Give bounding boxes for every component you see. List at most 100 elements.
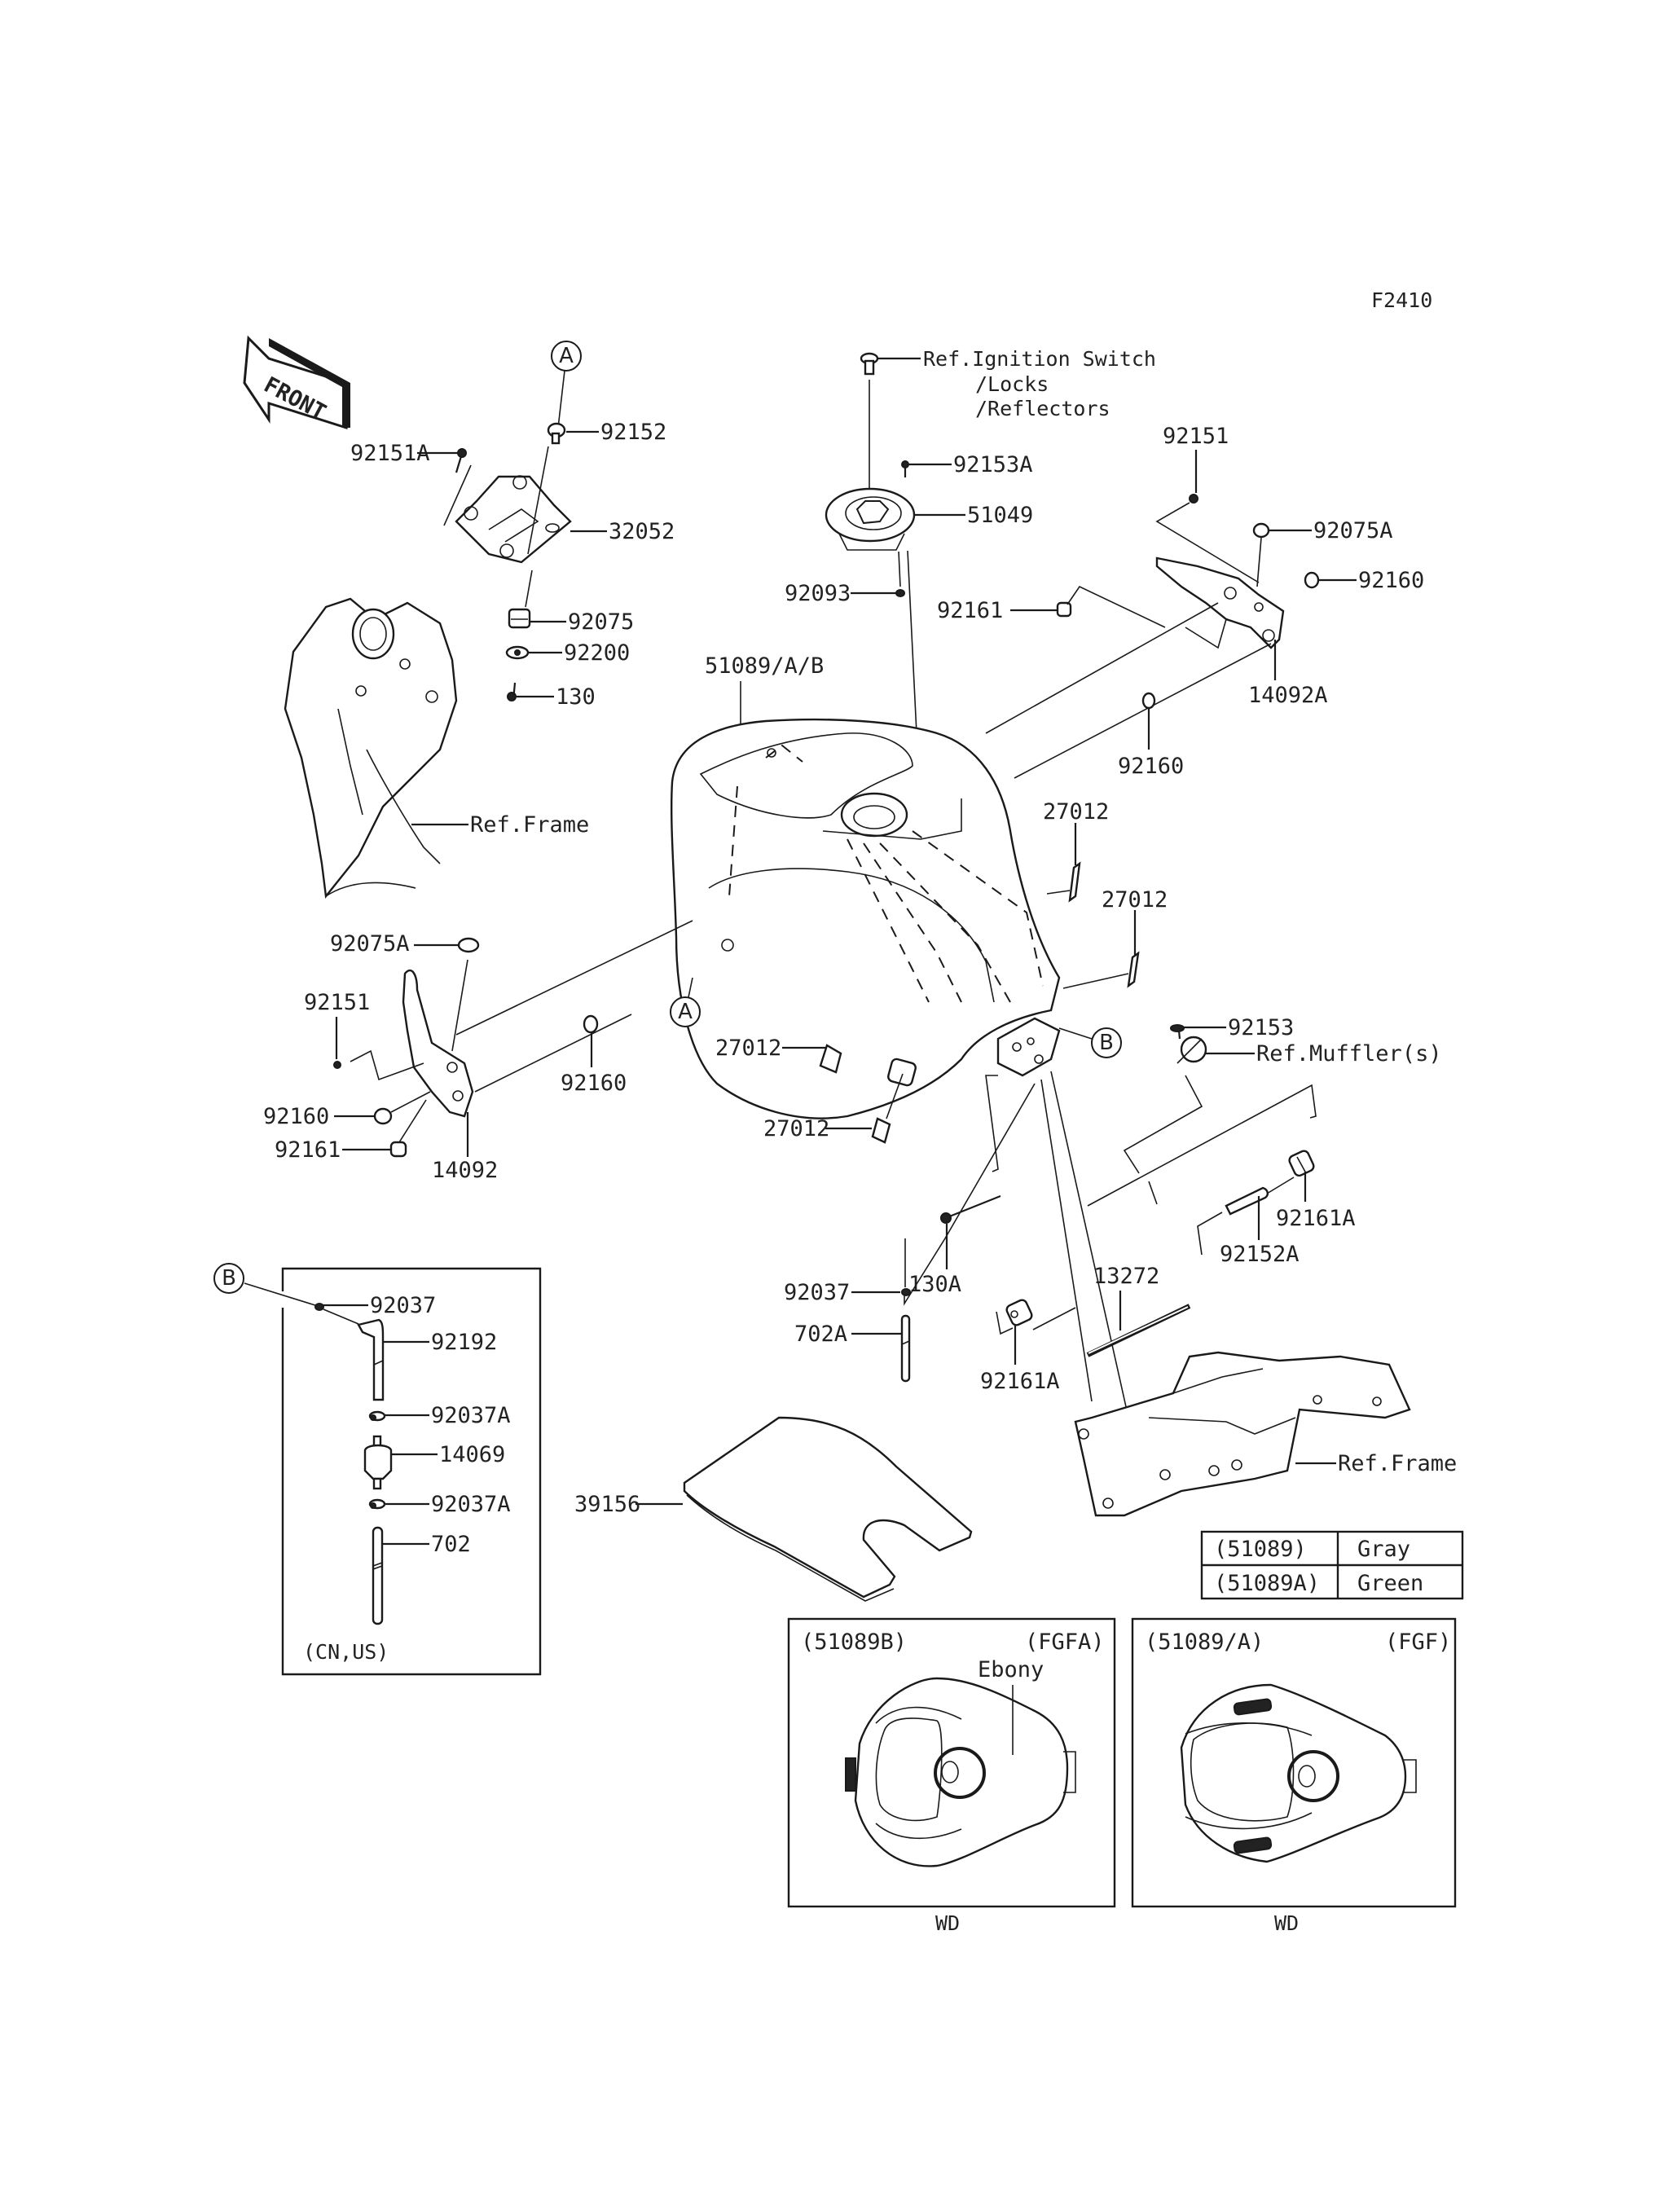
variant-2-part: (51089/A) bbox=[1145, 1629, 1264, 1655]
variant-2-code: (FGF) bbox=[1385, 1629, 1451, 1655]
part-92161-damper-left bbox=[389, 1141, 407, 1158]
ref-ignition-switch: Ref.Ignition Switch bbox=[923, 347, 1156, 371]
callout-b-inset: B bbox=[213, 1263, 244, 1294]
part-13272-rod bbox=[1086, 1304, 1191, 1357]
part-27012-pad-c bbox=[819, 1044, 842, 1074]
inset-label-92037: 92037 bbox=[370, 1293, 436, 1318]
part-92161A-damper-b bbox=[1005, 1299, 1033, 1326]
part-92037-clamp bbox=[901, 1288, 911, 1296]
part-92075A-cap-top bbox=[1252, 522, 1270, 539]
variant-1-footer: WD bbox=[935, 1911, 960, 1935]
inset-part-702-hose bbox=[372, 1526, 384, 1625]
ref-frame-lower: Ref.Frame bbox=[1338, 1451, 1457, 1476]
part-92075A-cap-left bbox=[457, 937, 480, 953]
ref-frame-upper: Ref.Frame bbox=[470, 812, 589, 838]
label-51049: 51049 bbox=[967, 503, 1033, 528]
label-92075: 92075 bbox=[568, 609, 634, 635]
label-92151A: 92151A bbox=[350, 441, 430, 466]
part-39156-pad bbox=[683, 1416, 973, 1602]
color-table bbox=[1200, 1530, 1464, 1600]
label-92152A: 92152A bbox=[1220, 1242, 1300, 1267]
label-130A: 130A bbox=[908, 1272, 961, 1297]
muffler-clamp-drawing bbox=[1176, 1036, 1207, 1064]
label-27012-c: 27012 bbox=[715, 1036, 781, 1061]
label-130: 130 bbox=[556, 684, 596, 710]
label-92161-left: 92161 bbox=[275, 1137, 341, 1163]
part-14092A-bracket bbox=[1155, 556, 1285, 649]
part-92161A-damper-a bbox=[1288, 1150, 1315, 1177]
label-92151-left: 92151 bbox=[304, 990, 370, 1015]
label-92200: 92200 bbox=[564, 640, 630, 666]
color-table-color-2: Green bbox=[1357, 1571, 1423, 1596]
label-27012-a: 27012 bbox=[1043, 799, 1109, 825]
label-92161A-a: 92161A bbox=[1276, 1206, 1356, 1231]
variant-panel-51089-A bbox=[1131, 1617, 1457, 1908]
svg-text:B: B bbox=[222, 1266, 236, 1291]
tank-rear-bracket bbox=[996, 1017, 1061, 1077]
inset-part-92037A-clamp-1 bbox=[368, 1410, 386, 1422]
label-92160-mid: 92160 bbox=[1118, 754, 1184, 779]
svg-text:A: A bbox=[559, 344, 574, 368]
part-51049-cap-base bbox=[825, 487, 916, 551]
color-table-part-1: (51089) bbox=[1214, 1537, 1307, 1562]
variant-panel-51089B bbox=[787, 1617, 1116, 1908]
label-92075A-left: 92075A bbox=[330, 931, 410, 957]
label-27012-b: 27012 bbox=[1102, 887, 1168, 913]
part-92160-collar-left-lower bbox=[373, 1107, 393, 1125]
part-27012-pad-a bbox=[1068, 861, 1081, 903]
part-92151A-bolt bbox=[455, 448, 467, 473]
label-51089AB: 51089/A/B bbox=[705, 653, 824, 679]
inset-label-92037A-2: 92037A bbox=[431, 1492, 511, 1517]
part-27012-pad-d bbox=[871, 1058, 917, 1144]
svg-text:B: B bbox=[1099, 1031, 1114, 1055]
label-702A: 702A bbox=[794, 1322, 847, 1347]
part-92161-damper-top bbox=[1056, 601, 1072, 618]
label-92153: 92153 bbox=[1228, 1015, 1294, 1040]
inset-part-92192-hose bbox=[357, 1318, 385, 1401]
part-92075-grommet bbox=[508, 608, 531, 629]
inset-part-14069-filter bbox=[363, 1435, 393, 1490]
part-92151-bolt-top bbox=[1189, 494, 1198, 504]
callout-a-tank: A bbox=[670, 996, 701, 1027]
color-table-part-2: (51089A) bbox=[1214, 1571, 1320, 1596]
label-92160-top: 92160 bbox=[1358, 568, 1424, 593]
variant-1-color-note: Ebony bbox=[978, 1657, 1044, 1682]
inset-cn-us-box bbox=[281, 1267, 542, 1676]
part-32052-bracket bbox=[455, 475, 572, 564]
label-92161-top: 92161 bbox=[937, 598, 1003, 623]
variant-1-code: (FGFA) bbox=[1025, 1629, 1105, 1655]
variant-1-part: (51089B) bbox=[801, 1629, 907, 1655]
inset-label-14069: 14069 bbox=[439, 1442, 505, 1467]
part-92153A-screw bbox=[901, 460, 909, 477]
part-92160-collar-mid bbox=[1141, 692, 1156, 710]
inset-part-92037A-clamp-2 bbox=[368, 1498, 386, 1510]
label-92153A: 92153A bbox=[953, 452, 1033, 477]
inset-label-702: 702 bbox=[431, 1532, 471, 1557]
inset-part-92037-clamp bbox=[314, 1303, 324, 1311]
fuel-tank-drawing bbox=[670, 718, 1061, 1119]
label-92093: 92093 bbox=[785, 581, 851, 606]
color-table-color-1: Gray bbox=[1357, 1537, 1410, 1562]
label-92161A-b: 92161A bbox=[980, 1369, 1060, 1394]
label-92151-top: 92151 bbox=[1163, 424, 1229, 449]
ref-locks: /Locks bbox=[975, 372, 1049, 396]
inset-label-92037A-1: 92037A bbox=[431, 1403, 511, 1428]
inset-region-note: (CN,US) bbox=[303, 1640, 389, 1664]
label-27012-d: 27012 bbox=[763, 1116, 829, 1141]
part-27012-pad-b bbox=[1127, 951, 1140, 988]
label-39156: 39156 bbox=[574, 1492, 640, 1517]
label-92160-left2: 92160 bbox=[561, 1071, 627, 1096]
variant-2-footer: WD bbox=[1274, 1911, 1299, 1935]
part-92093-seal bbox=[895, 589, 905, 597]
label-14092: 14092 bbox=[432, 1158, 498, 1183]
rear-frame-drawing bbox=[1074, 1351, 1411, 1517]
label-92037-main: 92037 bbox=[784, 1280, 850, 1305]
part-92152-collar bbox=[547, 422, 566, 445]
part-ignition-collar bbox=[860, 352, 879, 376]
part-702A-hose bbox=[900, 1314, 911, 1383]
label-92152: 92152 bbox=[600, 420, 666, 445]
part-92160-collar-left bbox=[583, 1014, 599, 1034]
label-32052: 32052 bbox=[609, 519, 675, 544]
part-14092-bracket bbox=[402, 969, 474, 1118]
